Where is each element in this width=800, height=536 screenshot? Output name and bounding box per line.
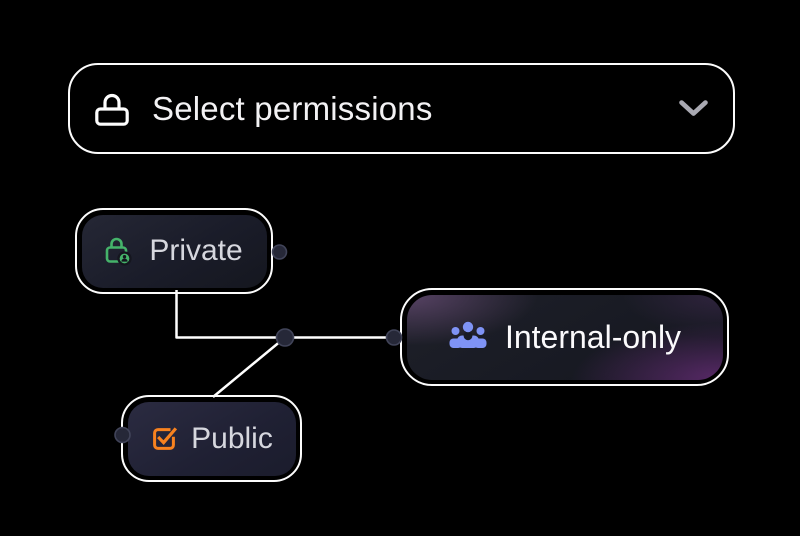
- check-square-icon: [153, 426, 178, 450]
- lock-user-icon: [106, 237, 132, 266]
- option-public[interactable]: Public: [121, 395, 302, 482]
- chevron-down-icon[interactable]: [679, 100, 708, 117]
- option-internal-only-label: Internal-only: [504, 318, 682, 355]
- edge-private-junction: [175, 290, 285, 339]
- port-private-right: [271, 244, 288, 260]
- option-public-label: Public: [191, 421, 273, 455]
- dropdown-label: Select permissions: [152, 89, 433, 127]
- option-private-label: Private: [149, 234, 243, 267]
- option-internal-only[interactable]: Internal-only: [400, 288, 729, 386]
- lock-icon: [95, 93, 129, 126]
- groups-icon: [449, 321, 487, 348]
- edge-junction-public: [212, 336, 286, 398]
- option-private[interactable]: Private: [75, 208, 273, 294]
- junction-dot: [275, 328, 295, 347]
- permissions-dropdown[interactable]: Select permissions: [68, 63, 735, 154]
